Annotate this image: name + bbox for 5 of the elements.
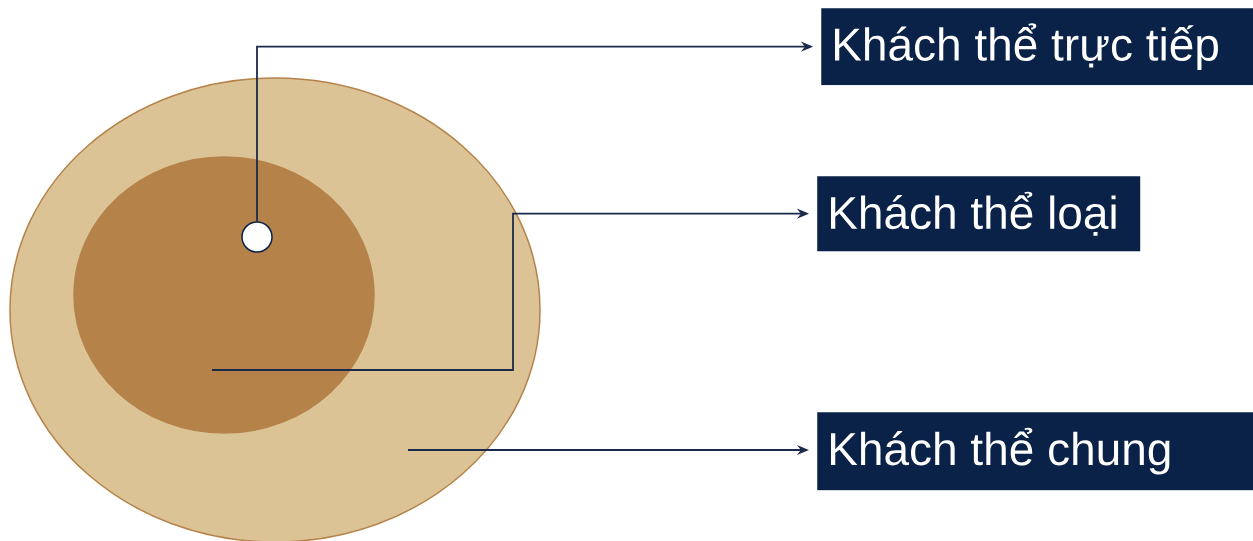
label-box: Khách thể loại xyxy=(817,176,1141,252)
circle-marker xyxy=(241,221,273,253)
label-box: Khách thể chung xyxy=(817,412,1253,491)
ellipse-region xyxy=(73,156,375,434)
label-box: Khách thể trực tiếp xyxy=(821,8,1253,86)
